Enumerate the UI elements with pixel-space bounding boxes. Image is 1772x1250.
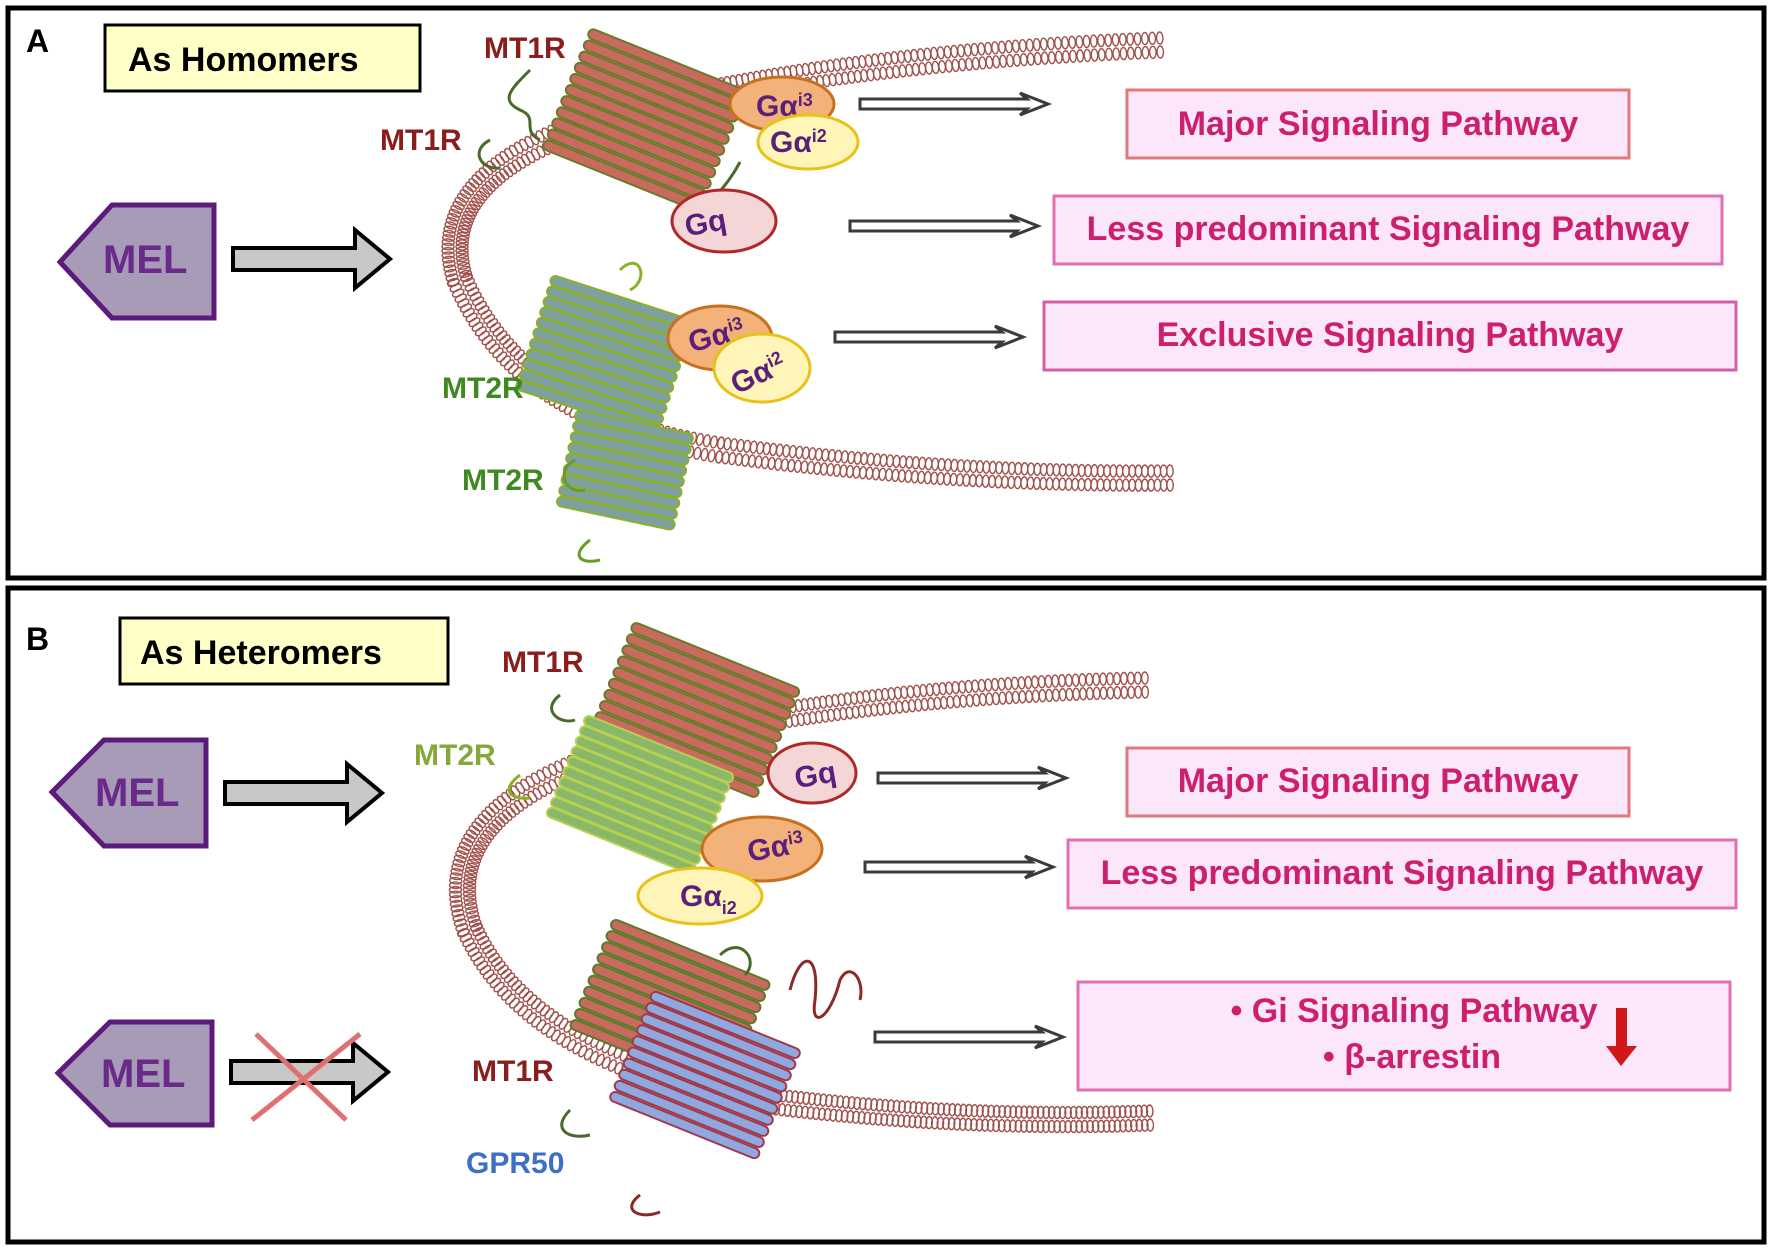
svg-text:Gαi3: Gαi3 bbox=[745, 826, 807, 868]
panel-a: A As Homomers MEL MT1R MT1R MT2R MT2R Gα… bbox=[5, 5, 1767, 581]
pathway-label-a-1: Major Signaling Pathway bbox=[1178, 105, 1579, 143]
mt1r-label-top: MT1R bbox=[484, 32, 566, 65]
svg-text:Gαi2: Gαi2 bbox=[770, 126, 827, 159]
pathway-label-b-1: Major Signaling Pathway bbox=[1178, 762, 1579, 800]
svg-text:Gq: Gq bbox=[792, 756, 839, 796]
down-arrow-icon bbox=[1606, 1008, 1637, 1066]
panel-a-title: As Homomers bbox=[128, 41, 359, 79]
pathway-arrow-a-1 bbox=[858, 91, 1053, 117]
mel-label-b-top: MEL bbox=[95, 771, 179, 815]
mt2r-label-lower: MT2R bbox=[462, 464, 544, 497]
pathway-arrow-b-1 bbox=[876, 765, 1071, 791]
mel-label-b-bottom: MEL bbox=[101, 1052, 185, 1096]
gai2-protein-b: Gαi2 bbox=[636, 866, 764, 926]
mt1r-label-b-bottom: MT1R bbox=[472, 1055, 554, 1088]
pathway-box-b-1 bbox=[1125, 746, 1631, 818]
pathway-arrow-b-2 bbox=[863, 854, 1058, 880]
mt2r-label-upper: MT2R bbox=[442, 372, 524, 405]
blocked-cross-mark bbox=[250, 1032, 362, 1122]
pathway-box-a-1 bbox=[1125, 88, 1631, 160]
pathway-label-a-2: Less predominant Signaling Pathway bbox=[1087, 210, 1690, 248]
panel-b-letter: B bbox=[26, 621, 49, 657]
mt2r-label-b: MT2R bbox=[414, 739, 496, 772]
pathway-arrow-a-2 bbox=[848, 213, 1043, 239]
gai3-protein-b: Gαi3 bbox=[700, 815, 824, 883]
mel-binding-arrow-a bbox=[231, 225, 394, 293]
pathway-box-a-2 bbox=[1052, 194, 1724, 266]
mt1r-heteromer bbox=[550, 622, 801, 798]
inhibited-pathway-box bbox=[1076, 980, 1732, 1092]
pathway-label-a-3: Exclusive Signaling Pathway bbox=[1157, 316, 1624, 354]
panel-a-letter: A bbox=[26, 23, 49, 59]
svg-text:Gαi2: Gαi2 bbox=[680, 880, 737, 918]
mel-ligand-b-bottom bbox=[54, 1019, 215, 1128]
gq-protein-a: Gq bbox=[670, 161, 778, 254]
pathway-box-a-3 bbox=[1042, 300, 1738, 372]
pathway-arrow-b-3 bbox=[873, 1024, 1068, 1050]
pathway-arrow-a-3 bbox=[833, 324, 1028, 350]
mt1r-label-b-top: MT1R bbox=[502, 646, 584, 679]
panel-b: B As Heteromers MEL MEL MT1R MT2R MT1R G… bbox=[5, 585, 1767, 1245]
gai2-protein-a-bottom: Gαi2 bbox=[712, 332, 812, 404]
svg-text:Gq: Gq bbox=[682, 204, 729, 244]
mel-binding-arrow-b-top bbox=[223, 759, 386, 827]
panel-b-title: As Heteromers bbox=[140, 634, 382, 672]
pathway-label-b-2: Less predominant Signaling Pathway bbox=[1101, 854, 1704, 892]
mt1r-label-left: MT1R bbox=[380, 124, 462, 157]
panel-b-frame bbox=[5, 585, 1767, 1245]
pathway-box-b-2 bbox=[1066, 838, 1738, 910]
mel-ligand-a bbox=[56, 202, 217, 321]
gq-protein-b: Gq bbox=[766, 741, 858, 805]
panel-a-title-box bbox=[103, 23, 422, 93]
gpr50-receptor bbox=[609, 959, 863, 1217]
panel-b-title-box bbox=[118, 616, 450, 686]
mel-label-a: MEL bbox=[103, 238, 187, 282]
inhibited-pathway-line1: • Gi Signaling Pathway bbox=[1230, 992, 1597, 1030]
gai2-protein-a-top: Gαi2 bbox=[756, 113, 860, 171]
mt2r-homomer bbox=[515, 261, 695, 563]
inhibited-pathway-line2: • β-arrestin bbox=[1323, 1038, 1501, 1076]
mel-ligand-b-top bbox=[48, 737, 209, 849]
gpr50-label: GPR50 bbox=[466, 1147, 564, 1180]
